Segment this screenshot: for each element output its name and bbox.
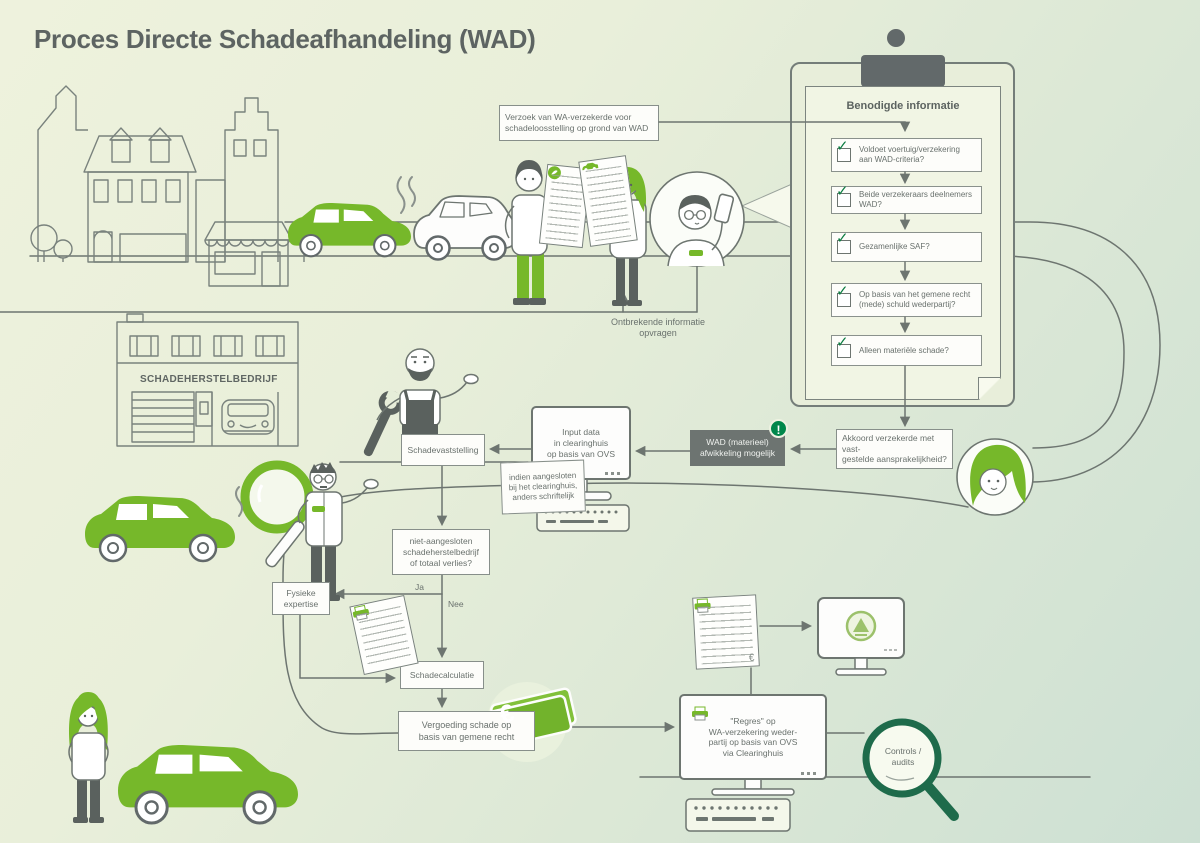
driver-man-illustration bbox=[504, 160, 557, 305]
paper-lines bbox=[698, 604, 754, 665]
repair-shop-building bbox=[116, 313, 299, 447]
magnifier-icon bbox=[240, 460, 314, 568]
clearinghouse-note: indien aangesloten bij het clearinghuis,… bbox=[500, 459, 586, 515]
clipboard-header: Benodigde informatie bbox=[846, 100, 960, 112]
checklist-item-3: ✓ Gezamenlijke SAF? bbox=[831, 230, 982, 262]
green-car-bottom bbox=[118, 745, 298, 825]
audit-magnifier-icon bbox=[862, 718, 959, 821]
request-box: Verzoek van WA-verzekerde voor schadeloo… bbox=[499, 105, 659, 141]
regres-monitor: "Regres" op WA-verzekering weder- partij… bbox=[679, 694, 827, 780]
pedestrian-woman-illustration bbox=[68, 692, 109, 823]
claim-form-paper bbox=[538, 163, 592, 249]
input-data-label: Input data in clearinghuis op basis van … bbox=[546, 426, 616, 459]
ja-label: Ja bbox=[415, 582, 424, 592]
fysieke-expertise-box: Fysieke expertise bbox=[272, 582, 330, 615]
insurer-logo-icon bbox=[845, 610, 877, 642]
monitor-speaker-dots bbox=[801, 772, 819, 775]
repair-shop-label: SCHADEHERSTELBEDRIJF bbox=[140, 374, 278, 385]
checkbox-icon bbox=[837, 148, 851, 162]
check-icon: ✓ bbox=[836, 283, 849, 300]
nee-label: Nee bbox=[448, 599, 464, 609]
paper-lines bbox=[357, 605, 412, 669]
regres-monitor-stand bbox=[711, 778, 795, 796]
phone-man-circle bbox=[649, 171, 745, 267]
clipboard-clip-ring bbox=[887, 29, 905, 47]
repair-question-box: niet-aangesloten schadeherstelbedrijf of… bbox=[392, 529, 490, 575]
insured-woman-circle bbox=[956, 438, 1034, 516]
car-smoke-2 bbox=[235, 486, 243, 517]
white-car-accident bbox=[413, 195, 516, 261]
check-icon: ✓ bbox=[836, 183, 849, 200]
green-car-inspection bbox=[85, 496, 235, 563]
clipboard-clip bbox=[861, 55, 945, 87]
regres-label: "Regres" op WA-verzekering weder- partij… bbox=[708, 716, 798, 758]
checklist-item-5: ✓ Alleen materiële schade? bbox=[831, 335, 982, 366]
garage-car-front-view bbox=[221, 399, 275, 435]
calculation-paper bbox=[349, 594, 419, 676]
checkbox-icon bbox=[837, 293, 851, 307]
logo-monitor bbox=[817, 597, 905, 676]
checklist-item-4: ✓ Op basis van het gemene recht (mede) s… bbox=[831, 283, 982, 317]
checkbox-icon bbox=[837, 193, 851, 207]
check-icon: ✓ bbox=[836, 138, 849, 155]
schadecalculatie-box: Schadecalculatie bbox=[400, 661, 484, 689]
invoice-paper: € bbox=[692, 594, 760, 670]
euro-icon-small: € bbox=[748, 652, 755, 664]
claim-form-paper-2 bbox=[578, 155, 638, 247]
checklist-item-2: ✓ Beide verzekeraars deelnemers WAD? bbox=[831, 183, 982, 214]
schadevaststelling-box: Schadevaststelling bbox=[401, 434, 485, 466]
page-title: Proces Directe Schadeafhandeling (WAD) bbox=[34, 24, 536, 54]
crash-smoke bbox=[396, 176, 416, 214]
paper-lines bbox=[585, 165, 632, 242]
controls-audits-label: Controls / audits bbox=[884, 746, 922, 767]
expert-illustration bbox=[240, 460, 379, 601]
paper-lines bbox=[545, 174, 585, 243]
keyboard-icon-2 bbox=[685, 798, 791, 832]
check-icon: ✓ bbox=[836, 333, 849, 351]
vergoeding-box: Vergoeding schade op basis van gemene re… bbox=[398, 711, 535, 751]
wad-settlement-box: WAD (materieel) afwikkeling mogelijk bbox=[690, 430, 785, 466]
monitor-speaker-dots bbox=[605, 472, 623, 475]
check-icon: ✓ bbox=[836, 230, 849, 247]
wrench-icon bbox=[363, 388, 403, 457]
exclamation-badge: ! bbox=[769, 419, 788, 438]
checkbox-icon bbox=[837, 240, 851, 254]
akkoord-box: Akkoord verzekerde met vast- gestelde aa… bbox=[836, 429, 953, 469]
printer-icon bbox=[692, 706, 708, 721]
green-car-accident bbox=[288, 203, 411, 258]
checkbox-icon bbox=[837, 343, 851, 358]
missing-info-label: Ontbrekende informatie opvragen bbox=[610, 317, 706, 338]
checklist-item-1: ✓ Voldoet voertuig/verzekering aan WAD-c… bbox=[831, 138, 982, 172]
